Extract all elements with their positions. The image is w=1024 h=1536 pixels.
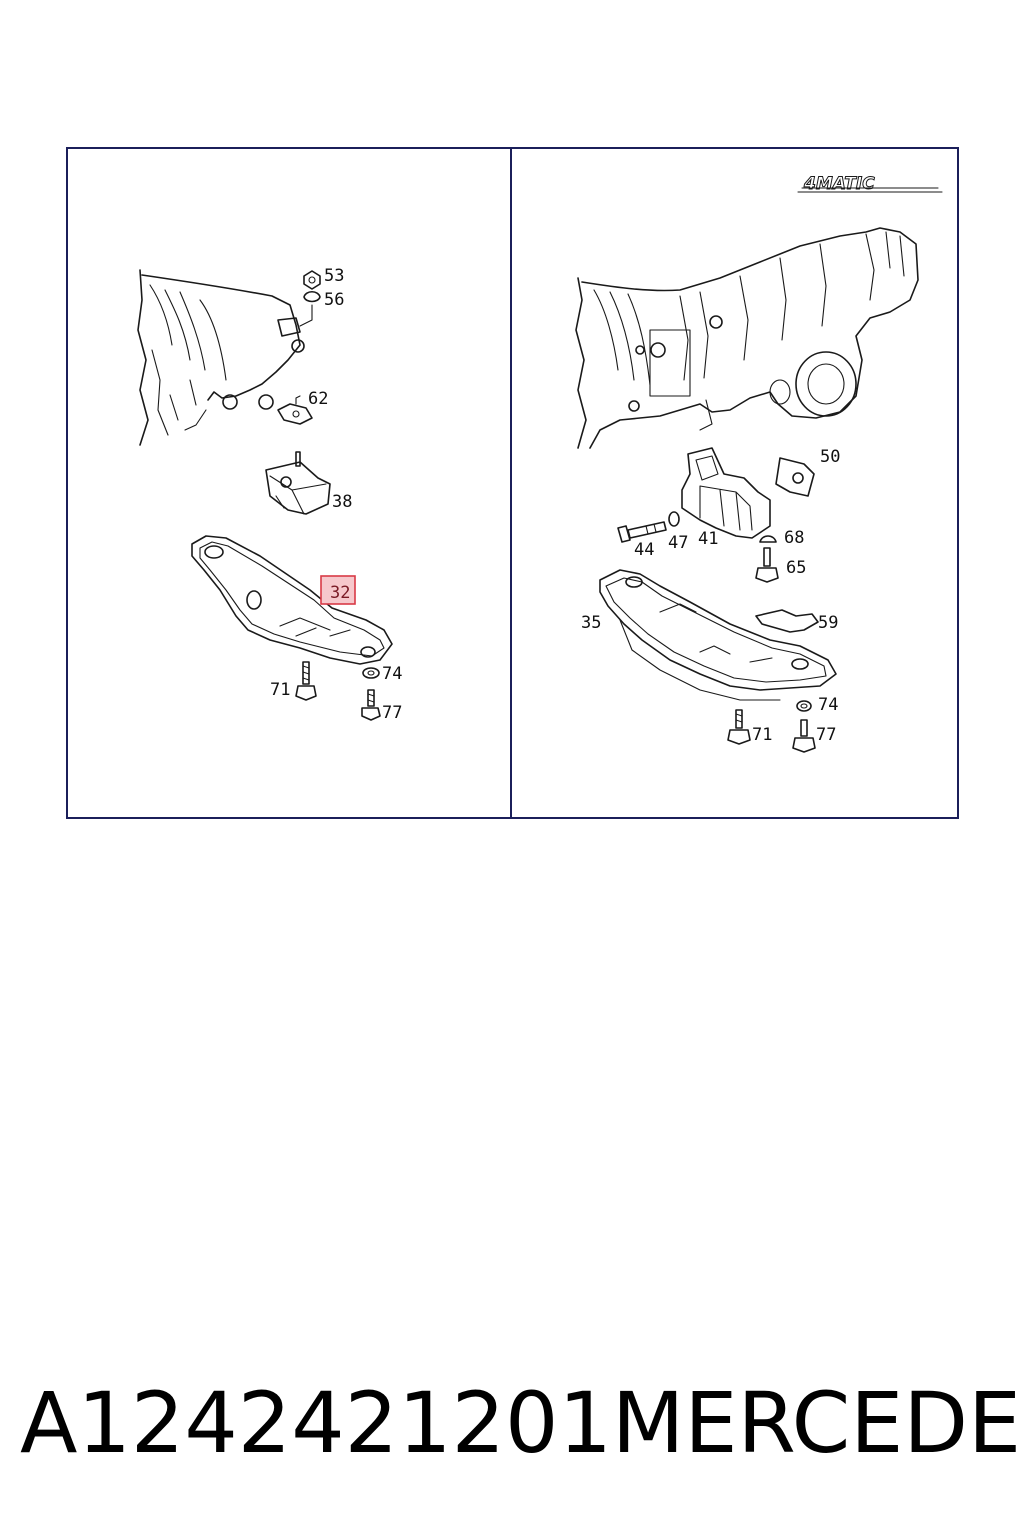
label-32: 32 [330, 583, 350, 603]
bolt-65 [755, 547, 779, 583]
label-71-right: 71 [752, 725, 772, 745]
nut-53 [303, 270, 321, 290]
label-47: 47 [668, 533, 688, 553]
label-62: 62 [308, 389, 328, 409]
washer-47 [668, 511, 680, 527]
bolt-71-right [727, 709, 751, 745]
transmission-housing-right [575, 227, 919, 449]
label-53: 53 [324, 266, 344, 286]
parts-diagram: 53 56 62 38 32 71 74 77 4MATIC [66, 147, 959, 819]
crossmember-32 [191, 535, 393, 665]
label-65: 65 [786, 558, 806, 578]
label-74-left: 74 [382, 664, 402, 684]
label-38: 38 [332, 492, 352, 512]
plate-50 [775, 457, 815, 497]
label-77-left: 77 [382, 703, 402, 723]
label-77-right: 77 [816, 725, 836, 745]
label-44: 44 [634, 540, 654, 560]
crossmember-35 [599, 569, 837, 701]
badge-text: 4MATIC [803, 174, 875, 194]
label-68: 68 [784, 528, 804, 548]
highlighted-part-32[interactable]: 32 [320, 575, 356, 605]
label-74-right: 74 [818, 695, 838, 715]
transmission-housing-left [137, 269, 305, 446]
gasket-59 [755, 609, 819, 633]
washer-74 [362, 667, 380, 679]
4matic-badge: 4MATIC [797, 174, 943, 195]
label-41: 41 [698, 529, 718, 549]
label-56: 56 [324, 290, 344, 310]
brand-name: MERCEDES [611, 1374, 1024, 1472]
bolt-77 [361, 689, 381, 721]
left-panel: 53 56 62 38 32 71 74 77 [137, 266, 402, 723]
right-panel: 4MATIC [575, 174, 943, 753]
bracket-62 [277, 395, 313, 425]
bolt-77-right [792, 719, 816, 753]
mount-38 [265, 451, 331, 515]
label-35: 35 [581, 613, 601, 633]
label-71-left: 71 [270, 680, 290, 700]
bolt-44 [617, 521, 667, 543]
footer-caption: A1242421201 MERCEDES [0, 1368, 1024, 1478]
part-68 [759, 535, 777, 543]
washer-74-right [796, 700, 812, 712]
highlight-box [320, 575, 356, 605]
label-50: 50 [820, 447, 840, 467]
part-number: A1242421201 [20, 1374, 612, 1472]
mount-41 [681, 447, 771, 539]
label-59: 59 [818, 613, 838, 633]
bolt-71 [295, 661, 317, 701]
diagram-frame [66, 147, 959, 819]
washer-56 [299, 290, 321, 327]
